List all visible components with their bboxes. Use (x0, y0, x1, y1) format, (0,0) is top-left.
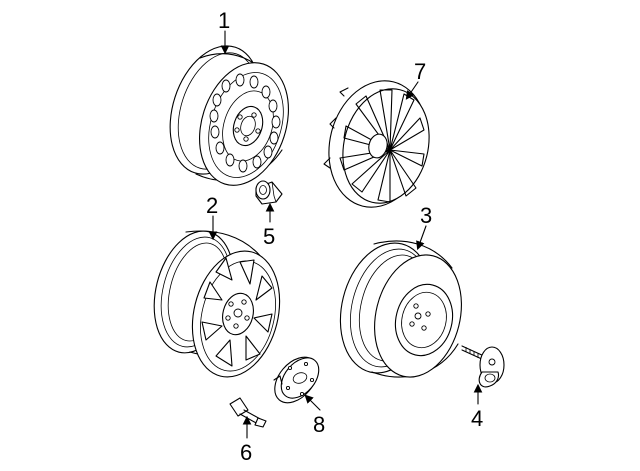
callout-8: 8 (313, 412, 325, 437)
center-cap-part-8[interactable] (266, 349, 326, 411)
wheel-cover-part-7[interactable] (316, 70, 441, 217)
callout-5: 5 (263, 224, 275, 249)
callout-2: 2 (206, 193, 218, 218)
hold-down-bolt-part-4[interactable] (461, 345, 505, 388)
callout-1: 1 (218, 8, 230, 33)
vent-holes (209, 73, 281, 173)
leader-lines (208, 30, 483, 439)
callout-4: 4 (471, 406, 483, 431)
callout-6: 6 (240, 440, 252, 465)
callout-7: 7 (414, 59, 426, 84)
spare-wheel-part-3[interactable] (327, 233, 473, 386)
callout-3: 3 (420, 203, 432, 228)
valve-stem-part-6[interactable] (229, 397, 267, 428)
alloy-wheel-part-2[interactable] (142, 223, 292, 387)
lug-nut-part-5[interactable] (255, 180, 283, 205)
steel-wheel-part-1[interactable] (155, 34, 304, 197)
